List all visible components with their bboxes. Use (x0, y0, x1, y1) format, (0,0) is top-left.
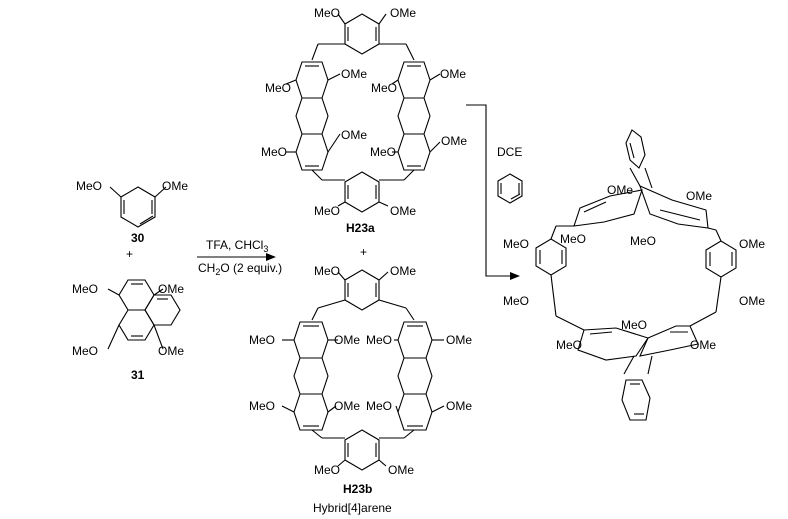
methoxy-label: MeO (630, 234, 656, 248)
methoxy-label: MeO (314, 6, 340, 20)
methoxy-label: OMe (334, 399, 360, 413)
methoxy-label: MeO (261, 145, 287, 159)
methoxy-label: MeO (76, 179, 102, 193)
methoxy-label: OMe (390, 6, 416, 20)
plus-sign: + (126, 247, 133, 261)
methoxy-label: OMe (388, 463, 414, 477)
h23b-structure: MeO OMe MeO OMe MeO OMe MeO OMe MeO OMe … (249, 264, 472, 515)
product-structure: OMe OMe MeO MeO MeO OMe MeO OMe MeO MeO … (503, 129, 765, 421)
methoxy-label: OMe (334, 333, 360, 347)
methoxy-label: MeO (366, 399, 392, 413)
compound-31-label: 31 (131, 368, 145, 382)
methoxy-label: MeO (503, 237, 529, 251)
methoxy-label: OMe (739, 237, 765, 251)
methoxy-label: MeO (503, 294, 529, 308)
methoxy-label: MeO (314, 463, 340, 477)
methoxy-label: MeO (265, 81, 291, 95)
methoxy-label: OMe (162, 179, 188, 193)
methoxy-label: OMe (441, 134, 467, 148)
compound-30-structure: MeO OMe 30 (76, 179, 188, 245)
compound-30-label: 30 (131, 231, 145, 245)
methoxy-label: MeO (556, 338, 582, 352)
methoxy-label: MeO (249, 333, 275, 347)
methoxy-label: OMe (158, 282, 184, 296)
methoxy-label: MeO (314, 264, 340, 278)
methoxy-label: OMe (690, 338, 716, 352)
compound-31-structure: MeO OMe MeO OMe 31 (72, 279, 184, 382)
methoxy-label: OMe (341, 67, 367, 81)
dce-label: DCE (497, 145, 522, 159)
methoxy-label: MeO (560, 232, 586, 246)
plus-sign: + (360, 245, 367, 259)
methoxy-label: MeO (72, 282, 98, 296)
methoxy-label: MeO (370, 145, 396, 159)
methoxy-label: MeO (366, 333, 392, 347)
reagent-line-2: CH2O (2 equiv.) (198, 261, 282, 277)
methoxy-label: OMe (390, 204, 416, 218)
methoxy-label: OMe (739, 294, 765, 308)
methoxy-label: OMe (158, 344, 184, 358)
methoxy-label: OMe (341, 128, 367, 142)
methoxy-label: OMe (390, 264, 416, 278)
benzyne-icon (497, 173, 523, 204)
hybrid-arene-name: Hybrid[4]arene (313, 501, 392, 515)
h23b-label: H23b (343, 482, 372, 496)
methoxy-label: OMe (607, 183, 633, 197)
methoxy-label: OMe (686, 189, 712, 203)
methoxy-label: MeO (371, 81, 397, 95)
reagent-line-1: TFA, CHCl3 (206, 238, 268, 254)
reaction-arrow-icon (197, 253, 276, 261)
methoxy-label: OMe (446, 333, 472, 347)
methoxy-label: MeO (621, 318, 647, 332)
methoxy-label: MeO (72, 344, 98, 358)
methoxy-label: MeO (249, 399, 275, 413)
methoxy-label: OMe (440, 67, 466, 81)
methoxy-label: MeO (314, 204, 340, 218)
h23a-label: H23a (346, 221, 375, 235)
h23a-structure: MeO OMe MeO OMe MeO OMe OMe MeO MeO OMe … (261, 6, 467, 235)
methoxy-label: OMe (446, 399, 472, 413)
elbow-arrow-icon (466, 104, 520, 280)
